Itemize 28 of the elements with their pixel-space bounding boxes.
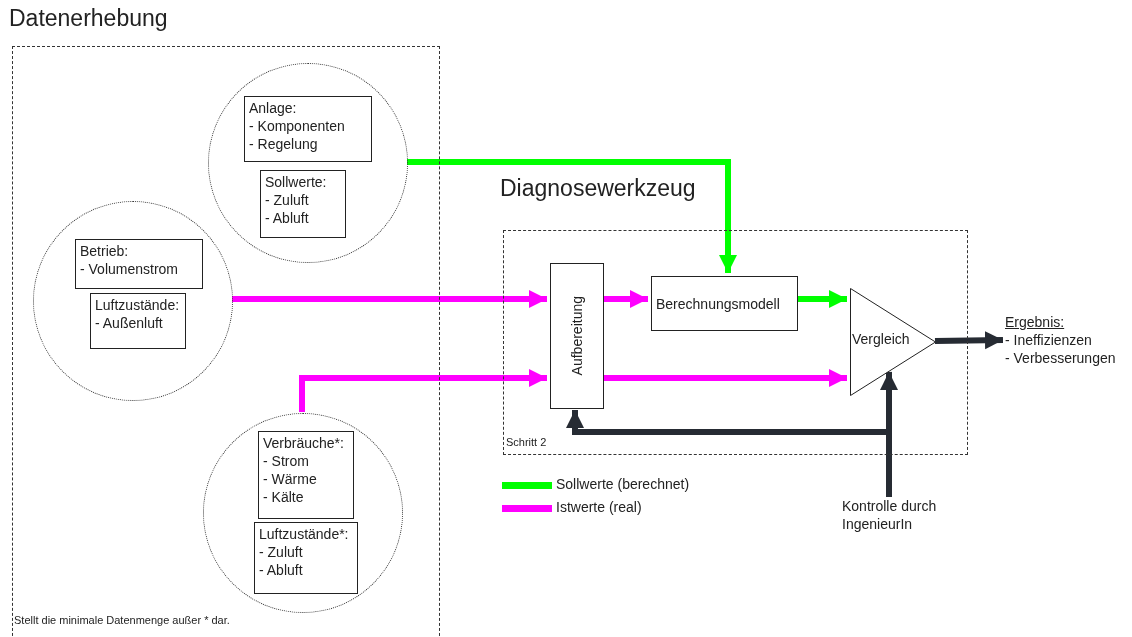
text-box: Betrieb: - Volumenstrom [75,239,203,289]
arrow [797,290,847,308]
arrow [603,369,847,387]
text-box: Verbräuche*: - Strom - Wärme - Kälte [258,431,354,519]
result-list: - Ineffizienzen - Verbesserungen [1005,331,1132,367]
vertical-label: Aufbereitung [568,296,586,376]
arrow [566,410,892,497]
text-box: Anlage: - Komponenten - Regelung [244,96,372,162]
legend-label: Sollwerte (berechnet) [556,476,690,492]
result-heading: Ergebnis: [1005,313,1065,331]
arrow [407,159,737,273]
footnote: Stellt die minimale Datenmenge außer * dar. [14,614,230,626]
arrow [299,369,547,412]
section-title: Diagnosewerkzeug [500,175,696,202]
section-title: Datenerhebung [9,5,168,32]
block-label: Vergleich [852,331,910,347]
text-box: Luftzustände: - Außenluft [90,293,186,349]
arrow [603,290,648,308]
legend-label: Istwerte (real) [556,499,642,515]
text-box: Luftzustände*: - Zuluft - Abluft [254,522,358,594]
arrow [934,331,1004,350]
step-label: Schritt 2 [506,436,547,448]
comparison-triangle [850,288,936,396]
annotation-text: Kontrolle durch IngenieurIn [842,497,962,537]
text-box: Berechnungsmodell [651,276,798,331]
arrow [232,290,547,308]
text-box [550,263,604,409]
text-box: Sollwerte: - Zuluft - Abluft [260,170,346,238]
